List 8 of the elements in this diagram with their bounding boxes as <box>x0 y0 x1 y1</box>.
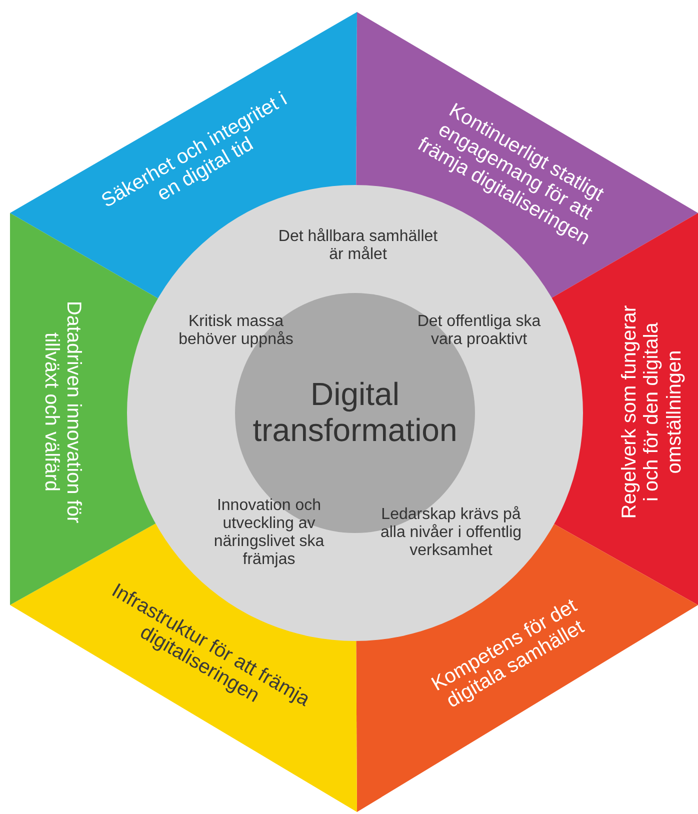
circle-text: Kritisk massa behöver uppnås <box>178 313 294 349</box>
segment-label: Datadriven innovation för tillväxt och välfärd <box>40 296 84 528</box>
circle-text: Det hållbara samhället är målet <box>278 228 438 264</box>
circle-text: Ledarskap krävs på alla nivåer i offentlig verksamhet <box>379 506 523 560</box>
circle-text: Det offentliga ska vara proaktivt <box>416 313 542 349</box>
circle-text: Innovation och utveckling av näringslivet ska främjas <box>212 497 326 569</box>
circle-text: Digital transformation <box>245 377 465 449</box>
segment-label: Regelverk som fungerar i och för den digitala omställningen <box>618 301 686 523</box>
